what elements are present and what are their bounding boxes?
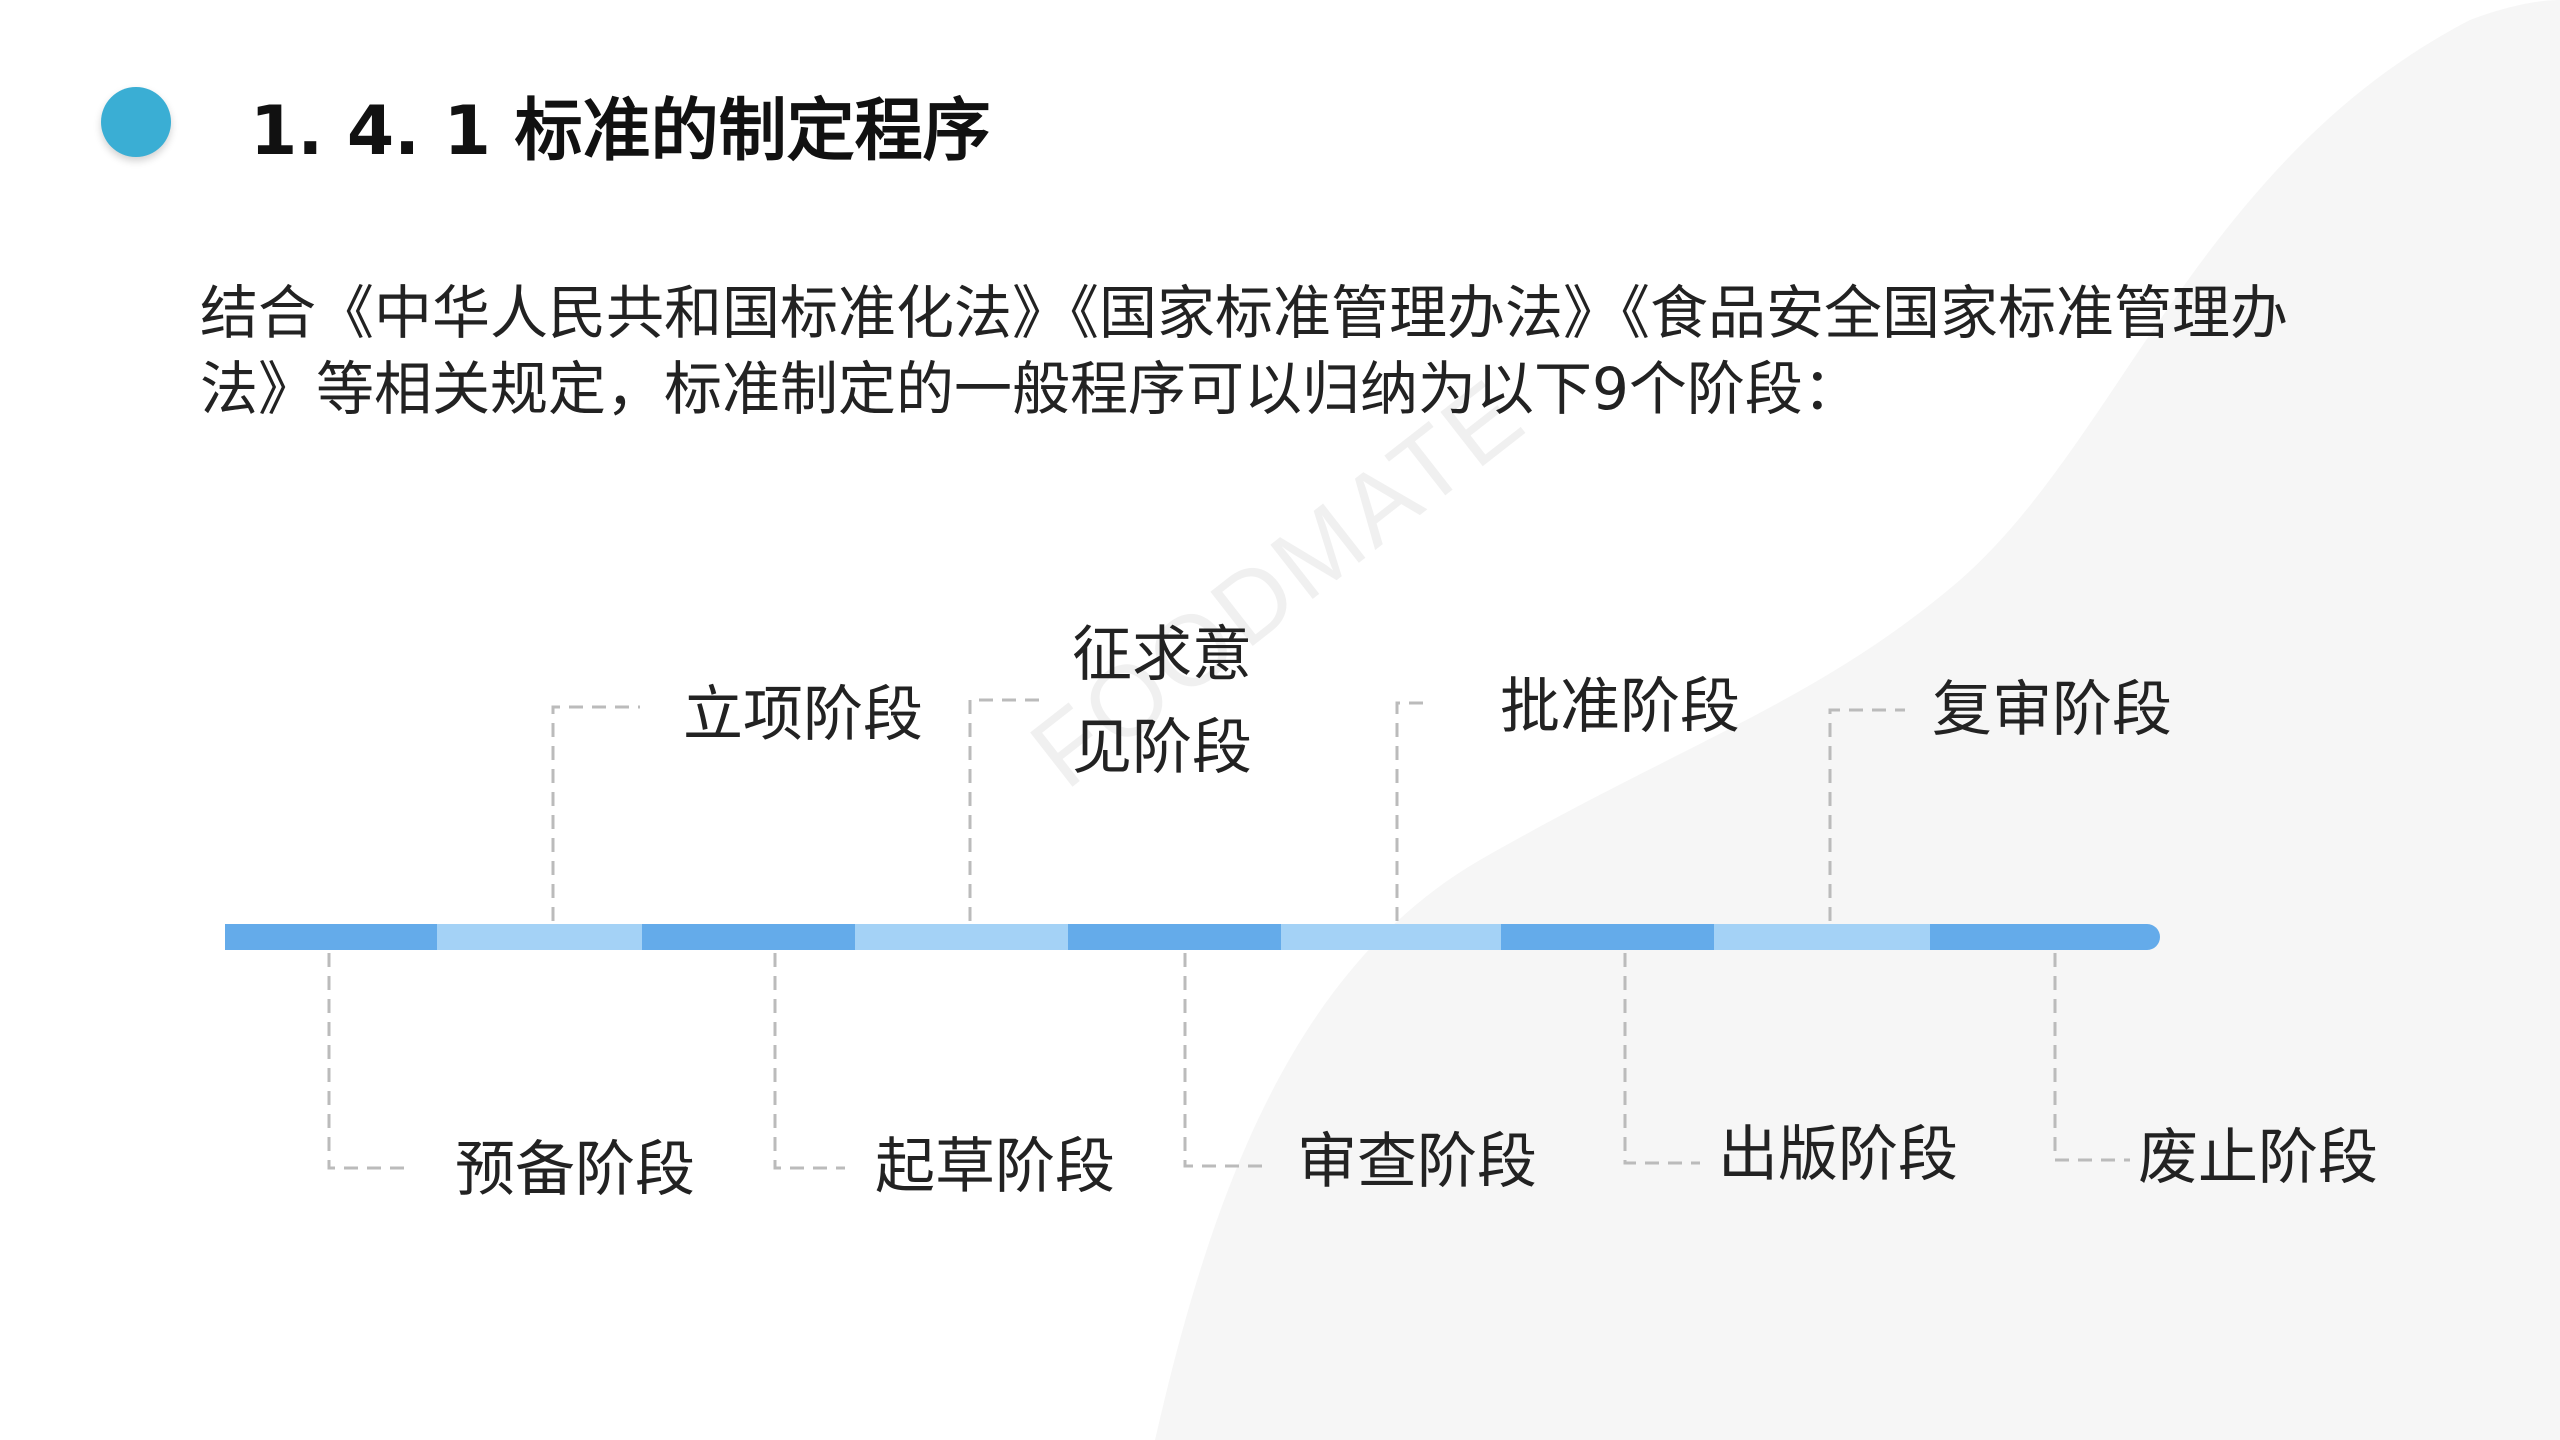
connector-line xyxy=(773,953,845,1170)
stage-label-consultation-line2: 见阶段 xyxy=(1072,713,1252,783)
connector-line xyxy=(1828,708,1905,921)
stage-label-publication: 出版阶段 xyxy=(1718,1120,1958,1190)
stage-label-review: 复审阶段 xyxy=(1932,675,2172,745)
timeline-segment xyxy=(1068,924,1281,950)
timeline-segment xyxy=(1714,924,1930,950)
stage-label-abolition: 废止阶段 xyxy=(2138,1123,2378,1193)
timeline-segment xyxy=(855,924,1068,950)
connector-line xyxy=(327,953,405,1170)
timeline-segment xyxy=(1281,924,1501,950)
connector-line xyxy=(1623,953,1700,1165)
stage-label-preparation: 预备阶段 xyxy=(455,1135,695,1205)
timeline-segment xyxy=(225,924,437,950)
connector-line xyxy=(551,705,640,921)
stage-label-approval: 批准阶段 xyxy=(1500,672,1740,742)
timeline-segment xyxy=(1930,924,2160,950)
stage-label-consultation-line1: 征求意 xyxy=(1072,620,1252,690)
timeline-segment xyxy=(642,924,855,950)
connector-line xyxy=(1395,701,1430,921)
stage-label-examination: 审查阶段 xyxy=(1297,1127,1537,1197)
connector-line xyxy=(1183,953,1270,1168)
page-title: 1. 4. 1 标准的制定程序 xyxy=(250,92,991,171)
connector-line xyxy=(2053,953,2130,1162)
intro-text: 结合《中华人民共和国标准化法》《国家标准管理办法》《食品安全国家标准管理办法》等… xyxy=(200,279,2289,423)
timeline-segment xyxy=(437,924,642,950)
stage-label-drafting: 起草阶段 xyxy=(875,1132,1115,1202)
title-bullet-dot xyxy=(101,87,171,157)
stage-label-establishment: 立项阶段 xyxy=(683,680,923,750)
timeline-segment xyxy=(1501,924,1714,950)
connector-line xyxy=(968,698,1045,921)
timeline-bar xyxy=(225,924,2160,950)
